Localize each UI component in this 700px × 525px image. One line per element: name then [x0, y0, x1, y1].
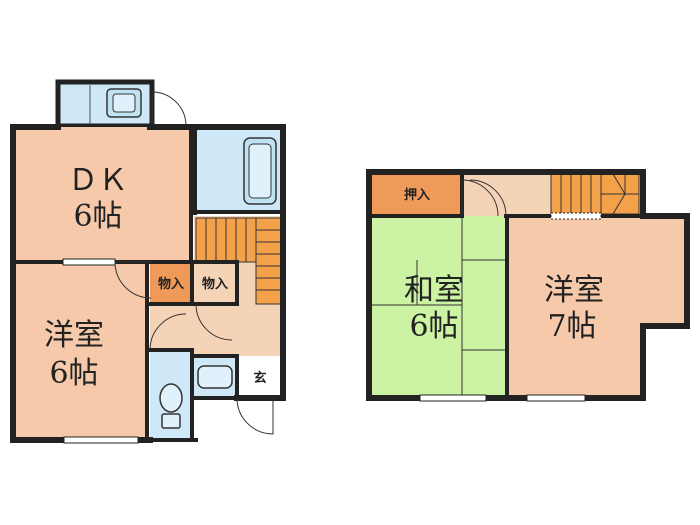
- entrance-label: 玄: [253, 370, 266, 386]
- door-swing: [151, 91, 187, 127]
- kitchen-sink-area: [55, 79, 155, 129]
- door-swings-floor1: [114, 261, 274, 435]
- western-room-6: [13, 262, 147, 440]
- windows-floor2: [419, 212, 602, 402]
- oshiire-label: 押入: [404, 187, 430, 203]
- floor-1: ＤＫ 6帖 洋室 6帖 物入 物入 玄: [10, 79, 286, 444]
- japanese-room-name: 和室: [404, 273, 464, 308]
- western-room-7-name: 洋室: [544, 273, 604, 308]
- tatami-lines: [372, 216, 506, 395]
- door-swings-floor2: [461, 179, 507, 217]
- floor-2: 押入 和室 6帖 洋室 7帖: [366, 169, 693, 402]
- western-room-6-name: 洋室: [44, 318, 104, 353]
- oshiire: [372, 172, 462, 216]
- toilet-icon: [159, 383, 183, 429]
- dk-room: [13, 127, 191, 262]
- japanese-room-size: 6帖: [409, 309, 458, 344]
- washbasin-icon: [197, 365, 233, 389]
- closet-right-label: 物入: [202, 276, 228, 292]
- dk-name: ＤＫ: [68, 163, 128, 198]
- dk-size: 6帖: [73, 199, 122, 234]
- western-room-6-size: 6帖: [49, 356, 98, 391]
- closet-left-label: 物入: [158, 276, 184, 292]
- closet-left: [150, 262, 192, 304]
- walls-floor2: [366, 169, 690, 401]
- entrance: [237, 356, 283, 398]
- western-room-7-size: 7帖: [547, 309, 596, 344]
